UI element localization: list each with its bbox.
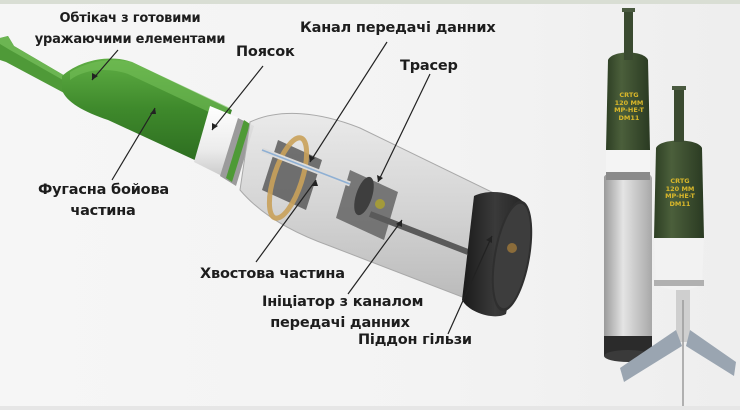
label-tail-section: Хвостова частина bbox=[200, 266, 345, 282]
shell-marking-left: CRTG 120 MM MP-HE-T DM11 bbox=[614, 91, 644, 122]
label-data-channel: Канал передачі данних bbox=[300, 20, 496, 36]
shell-marking-right: CRTG 120 MM MP-HE-T DM11 bbox=[665, 177, 695, 208]
label-case-base: Піддон гільзи bbox=[358, 332, 472, 348]
top-border bbox=[0, 0, 740, 4]
label-tracer: Трасер bbox=[400, 58, 458, 74]
label-nose-fairing: Обтікач з готовими уражаючими елементами bbox=[34, 11, 226, 47]
label-driving-band: Поясок bbox=[236, 44, 295, 60]
label-warhead: Фугасна бойова частина bbox=[38, 182, 170, 219]
label-initiator: Ініціатор з каналом передачі данних bbox=[262, 294, 424, 331]
bottom-border bbox=[0, 406, 740, 410]
